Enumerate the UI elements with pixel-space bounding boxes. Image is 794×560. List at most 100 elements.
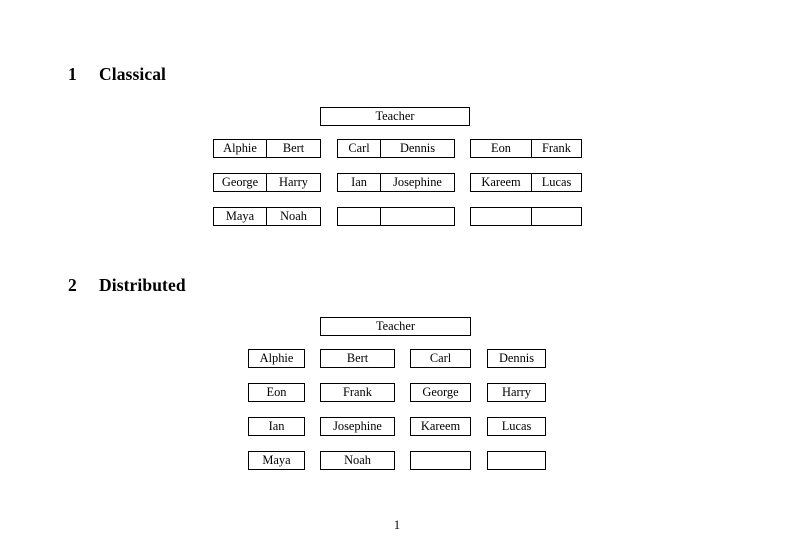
table-row-group: Maya (248, 451, 305, 470)
student-cell: Dennis (487, 349, 546, 368)
table-row: Eon (248, 383, 305, 402)
student-cell: Maya (248, 451, 305, 470)
student-cell-empty (380, 207, 455, 226)
table-row-group: Kareem Lucas (470, 173, 582, 192)
table-row: Lucas (487, 417, 546, 436)
table-row: Josephine (320, 417, 395, 436)
section-title: Distributed (99, 275, 186, 295)
table-row-group (470, 207, 582, 226)
student-cell-empty (531, 207, 582, 226)
table-row-group: Alphie (248, 349, 305, 368)
table-row: Carl Dennis (337, 139, 455, 158)
student-cell-empty (337, 207, 381, 226)
student-cell: Maya (213, 207, 267, 226)
table-row-group: Josephine (320, 417, 395, 436)
table-row-group: Alphie Bert (213, 139, 321, 158)
section-heading-distributed: 2 Distributed (68, 275, 186, 295)
classical-group-1: Alphie Bert George Harry Maya Noah (213, 139, 321, 226)
table-row-group: George Harry (213, 173, 321, 192)
student-cell: Harry (266, 173, 321, 192)
teacher-cell: Teacher (320, 317, 471, 336)
table-row: Alphie (248, 349, 305, 368)
student-cell: Noah (266, 207, 321, 226)
distributed-column-2: Bert Frank Josephine Noah (320, 349, 395, 470)
table-row: George Harry (213, 173, 321, 192)
table-row: Teacher (320, 317, 471, 336)
student-cell: Ian (248, 417, 305, 436)
table-row (487, 451, 546, 470)
table-row: Alphie Bert (213, 139, 321, 158)
distributed-column-4: Dennis Harry Lucas (487, 349, 546, 470)
table-row: Dennis (487, 349, 546, 368)
table-row-group: Carl (410, 349, 471, 368)
student-cell: Lucas (487, 417, 546, 436)
page-number: 1 (393, 518, 401, 532)
classical-group-2: Carl Dennis Ian Josephine (337, 139, 455, 226)
table-row: Noah (320, 451, 395, 470)
distributed-teacher-box: Teacher (320, 317, 471, 336)
section-number: 2 (68, 275, 77, 295)
section-title: Classical (99, 64, 167, 84)
table-row-group: Frank (320, 383, 395, 402)
section-heading-classical: 1 Classical (68, 64, 167, 84)
classical-group-3: Eon Frank Kareem Lucas (470, 139, 582, 226)
distributed-column-3: Carl George Kareem (410, 349, 471, 470)
table-row-group: Bert (320, 349, 395, 368)
student-cell: George (410, 383, 471, 402)
student-cell: Kareem (410, 417, 471, 436)
table-row-group (410, 451, 471, 470)
student-cell: Alphie (248, 349, 305, 368)
table-row: Frank (320, 383, 395, 402)
table-row: Kareem Lucas (470, 173, 582, 192)
student-cell-empty (410, 451, 471, 470)
table-row: Teacher (320, 107, 470, 126)
table-row: Eon Frank (470, 139, 582, 158)
student-cell: Alphie (213, 139, 267, 158)
student-cell-empty (470, 207, 532, 226)
table-row-group: Noah (320, 451, 395, 470)
student-cell: George (213, 173, 267, 192)
student-cell: Josephine (320, 417, 395, 436)
student-cell: Josephine (380, 173, 455, 192)
student-cell: Carl (410, 349, 471, 368)
table-row: Bert (320, 349, 395, 368)
table-row (410, 451, 471, 470)
student-cell: Bert (266, 139, 321, 158)
student-cell-empty (487, 451, 546, 470)
student-cell: Ian (337, 173, 381, 192)
table-row-group: Ian (248, 417, 305, 436)
student-cell: Bert (320, 349, 395, 368)
table-row (337, 207, 455, 226)
table-row-group: Eon Frank (470, 139, 582, 158)
student-cell: Kareem (470, 173, 532, 192)
table-row: Maya Noah (213, 207, 321, 226)
teacher-cell: Teacher (320, 107, 470, 126)
student-cell: Eon (248, 383, 305, 402)
table-row: Maya (248, 451, 305, 470)
table-row-group: Carl Dennis (337, 139, 455, 158)
student-cell: Frank (531, 139, 582, 158)
section-number: 1 (68, 64, 77, 84)
table-row (470, 207, 582, 226)
student-cell: Lucas (531, 173, 582, 192)
table-row: Kareem (410, 417, 471, 436)
table-row: Ian (248, 417, 305, 436)
student-cell: Carl (337, 139, 381, 158)
table-row-group: Eon (248, 383, 305, 402)
table-row-group: Harry (487, 383, 546, 402)
table-row: Carl (410, 349, 471, 368)
table-row-group (337, 207, 455, 226)
table-row-group: Kareem (410, 417, 471, 436)
student-cell: Dennis (380, 139, 455, 158)
table-row-group: Lucas (487, 417, 546, 436)
table-row-group: Ian Josephine (337, 173, 455, 192)
student-cell: Frank (320, 383, 395, 402)
table-row: Ian Josephine (337, 173, 455, 192)
distributed-column-1: Alphie Eon Ian Maya (248, 349, 305, 470)
table-row: Harry (487, 383, 546, 402)
table-row-group (487, 451, 546, 470)
table-row-group: Dennis (487, 349, 546, 368)
student-cell: Eon (470, 139, 532, 158)
student-cell: Harry (487, 383, 546, 402)
